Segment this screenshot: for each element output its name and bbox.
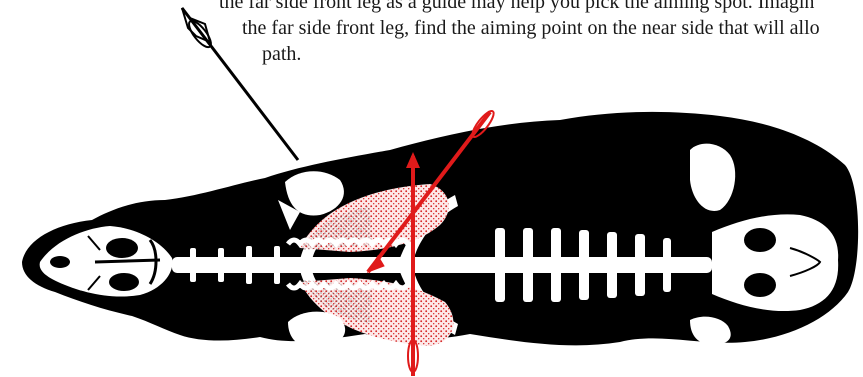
black-arrow [182, 8, 298, 160]
